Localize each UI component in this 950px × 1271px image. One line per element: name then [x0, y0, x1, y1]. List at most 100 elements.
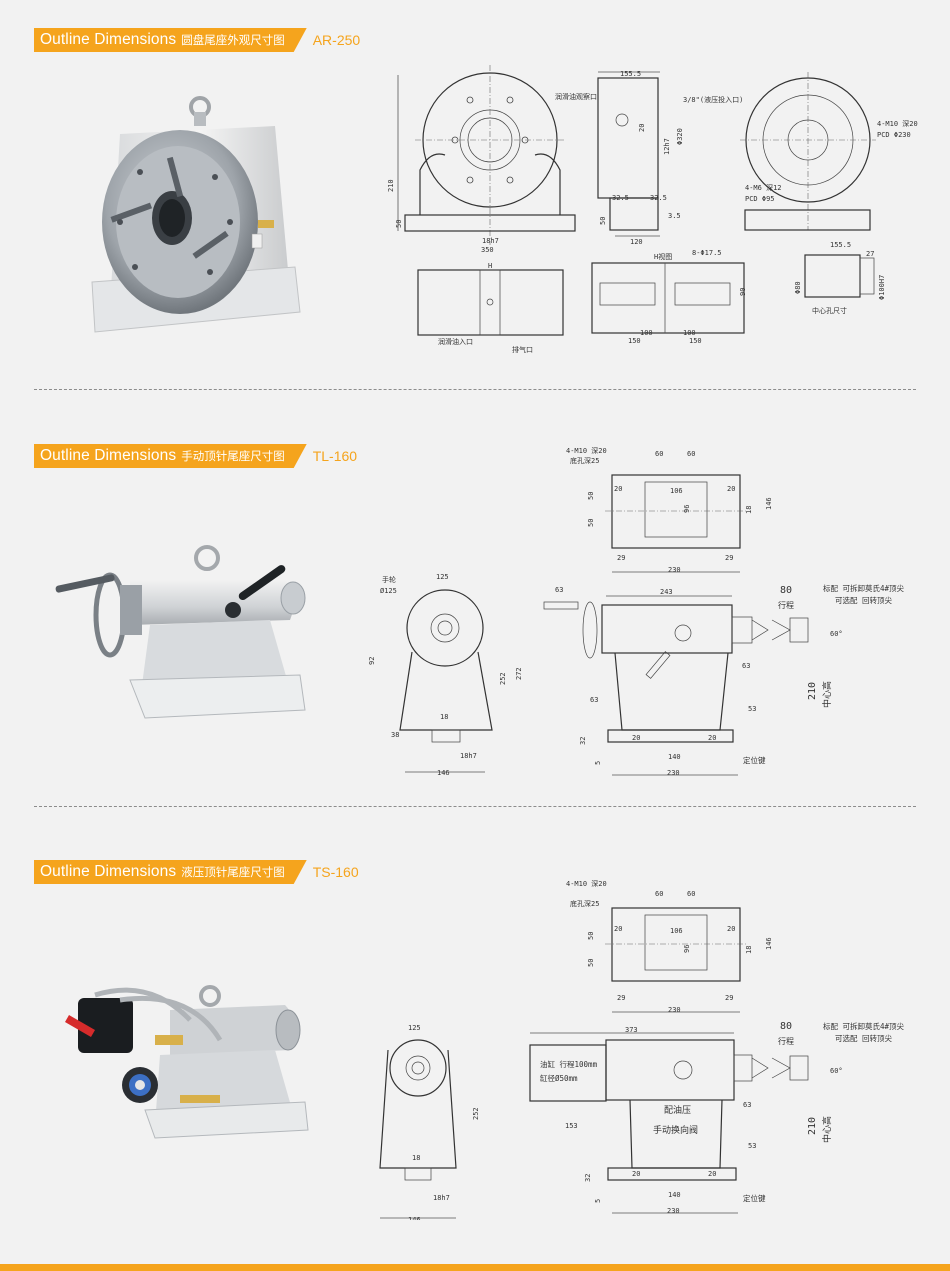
ar250-dim-155-5: 155.5	[620, 70, 641, 78]
tl160-dim-96: 96	[683, 505, 691, 513]
ar250-dim-350: 350	[481, 246, 494, 254]
tl160-dim-146: 146	[765, 497, 773, 510]
ts160-dim-63: 63	[743, 1101, 751, 1109]
ar250-h-view-label: H视图	[654, 252, 672, 261]
banner-title-zh: 圆盘尾座外观尺寸图	[181, 35, 285, 47]
ar250-dim-90: 90	[739, 288, 747, 296]
ts160-dim-18h7: 18h7	[433, 1194, 450, 1202]
tl160-dim-5: 5	[594, 761, 602, 765]
ts160-note-2: 手动换向阀	[653, 1124, 698, 1136]
tl160-dim-38: 38	[391, 731, 399, 739]
banner-title-zh: 手动顶针尾座尺寸图	[181, 451, 285, 463]
ar250-rear-view: 4-M10 深20 PCD Φ230 4-M6 深12 PCD Φ95	[740, 72, 918, 231]
ar250-dim-32-5b: 32.5	[650, 194, 667, 202]
ar250-dim-32-5: 32.5	[612, 194, 629, 202]
tl160-dim-60b: 60	[687, 450, 695, 458]
tl160-dim-60a: 60	[655, 450, 663, 458]
section-separator-1	[34, 389, 916, 390]
ar250-dim-18h7: 18h7	[482, 237, 499, 245]
ts160-dim-210: 210	[807, 1117, 818, 1135]
tl160-plan-view: 4-M10 深20 底孔深25 60 60 20 106 20 50 50 96…	[566, 446, 773, 574]
ts160-dim-140: 140	[668, 1191, 681, 1199]
tl160-dim-50a: 50	[587, 492, 595, 500]
tl160-key: 定位键	[743, 755, 766, 765]
ar250-dim-3-5: 3.5	[668, 212, 681, 220]
drawing-tl160: 4-M10 深20 底孔深25 60 60 20 106 20 50 50 96…	[368, 446, 905, 777]
section-banner-ar250: Outline Dimensions 圆盘尾座外观尺寸图 AR-250	[34, 28, 360, 52]
tl160-end-view: 手轮 Ø125 125 92 252 272 38 18 18h7 146	[368, 573, 523, 777]
tl160-dim-125: 125	[436, 573, 449, 581]
ts160-key: 定位键	[743, 1193, 766, 1203]
ts160-side-view: 373 80 行程 标配 可拆卸莫氏4#顶尖 可选配 回转顶尖 油缸 行程100…	[529, 1021, 905, 1215]
ts160-dim-146b: 146	[408, 1216, 421, 1220]
tl160-stroke: 行程	[778, 600, 794, 610]
ts160-dim-230: 230	[668, 1006, 681, 1014]
banner-title-en: Outline Dimensions	[40, 863, 177, 880]
banner-model: AR-250	[312, 32, 361, 48]
ts160-m10: 4-M10 深20	[566, 879, 607, 888]
ts160-dim-252: 252	[472, 1107, 480, 1120]
tl160-dim-125dia: Ø125	[380, 587, 397, 595]
ts160-bottom-hole: 底孔深25	[570, 899, 599, 908]
banner-title-en: Outline Dimensions	[40, 31, 177, 48]
ar250-center-hole-label: 中心孔尺寸	[812, 306, 847, 315]
ts160-dim-29b: 29	[725, 994, 733, 1002]
banner-tag: Outline Dimensions 手动顶针尾座尺寸图	[34, 444, 307, 468]
ar250-hyd-inlet: 3/8"(液压投入口)	[683, 95, 743, 104]
ar250-center-hole: 155.5 27 Φ80 Φ100H7 中心孔尺寸	[794, 241, 886, 315]
ts160-dim-373: 373	[625, 1026, 638, 1034]
ts160-dim-80: 80	[780, 1021, 792, 1032]
ar250-dim-210: 210	[387, 179, 395, 192]
ar250-m6: 4-M6 深12	[745, 183, 782, 192]
ts160-end-view: 125 252 18 18h7 146	[379, 1024, 480, 1220]
ar250-dim-80: Φ80	[794, 281, 802, 294]
tl160-dim-63a: 63	[555, 586, 563, 594]
ts160-dim-53: 53	[748, 1142, 756, 1150]
tl160-center-height: 中心高	[821, 681, 833, 708]
tl160-dim-106: 106	[670, 487, 683, 495]
tl160-dim-20b: 20	[727, 485, 735, 493]
ar250-m10: 4-M10 深20	[877, 119, 918, 128]
ar250-holes: 8-Φ17.5	[692, 249, 722, 257]
ts160-dim-32: 32	[584, 1174, 592, 1182]
ar250-dim-150a: 150	[628, 337, 641, 345]
ts160-dim-125: 125	[408, 1024, 421, 1032]
section-banner-ts160: Outline Dimensions 液压顶针尾座尺寸图 TS-160	[34, 860, 359, 884]
tl160-dim-29b: 29	[725, 554, 733, 562]
tl160-m10: 4-M10 深20	[566, 446, 607, 455]
tl160-bottom-hole: 底孔深25	[570, 456, 599, 465]
ts160-dim-20b: 20	[727, 925, 735, 933]
tl160-std: 标配 可拆卸莫氏4#顶尖	[823, 583, 905, 593]
ts160-dim-146: 146	[765, 937, 773, 950]
tl160-dim-146b: 146	[437, 769, 450, 777]
tl160-dim-53: 53	[748, 705, 756, 713]
ar250-dim-120: 120	[630, 238, 643, 246]
ts160-stroke: 行程	[778, 1036, 794, 1046]
tl160-dim-243: 243	[660, 588, 673, 596]
ar250-dim-50: 50	[395, 220, 403, 228]
tl160-dim-32: 32	[579, 737, 587, 745]
ar250-side-view: 155.5 润滑油观察口 3/8"(液压投入口) 20 12h7 Φ320 32…	[555, 70, 743, 246]
ts160-dim-50b: 50	[587, 959, 595, 967]
tl160-dim-29a: 29	[617, 554, 625, 562]
tl160-dim-80: 80	[780, 585, 792, 596]
ts160-note-1: 配油压	[664, 1104, 691, 1116]
tl160-dim-63b: 63	[742, 662, 750, 670]
ts160-dim-106: 106	[670, 927, 683, 935]
ts160-cylinder-2: 缸径Ø50mm	[540, 1073, 578, 1083]
ts160-std: 标配 可拆卸莫氏4#顶尖	[823, 1021, 905, 1031]
product-photo-ts160	[65, 985, 309, 1139]
tl160-dim-230: 230	[668, 566, 681, 574]
drawing-ts160: 4-M10 深20 底孔深25 60 60 20 106 20 50 50 96…	[379, 879, 905, 1220]
ts160-dim-153: 153	[565, 1122, 578, 1130]
tl160-dim-252: 252	[499, 672, 507, 685]
ar250-dim-320: Φ320	[676, 128, 684, 145]
tl160-60deg: 60°	[830, 630, 843, 638]
banner-model: TS-160	[312, 864, 359, 880]
tl160-dim-140: 140	[668, 753, 681, 761]
ar250-dim-27: 27	[866, 250, 874, 258]
ar250-lube-window: 润滑油观察口	[555, 92, 597, 101]
tl160-dim-272: 272	[515, 667, 523, 680]
tl160-handwheel: 手轮	[382, 575, 396, 584]
tl160-dim-92: 92	[368, 657, 376, 665]
